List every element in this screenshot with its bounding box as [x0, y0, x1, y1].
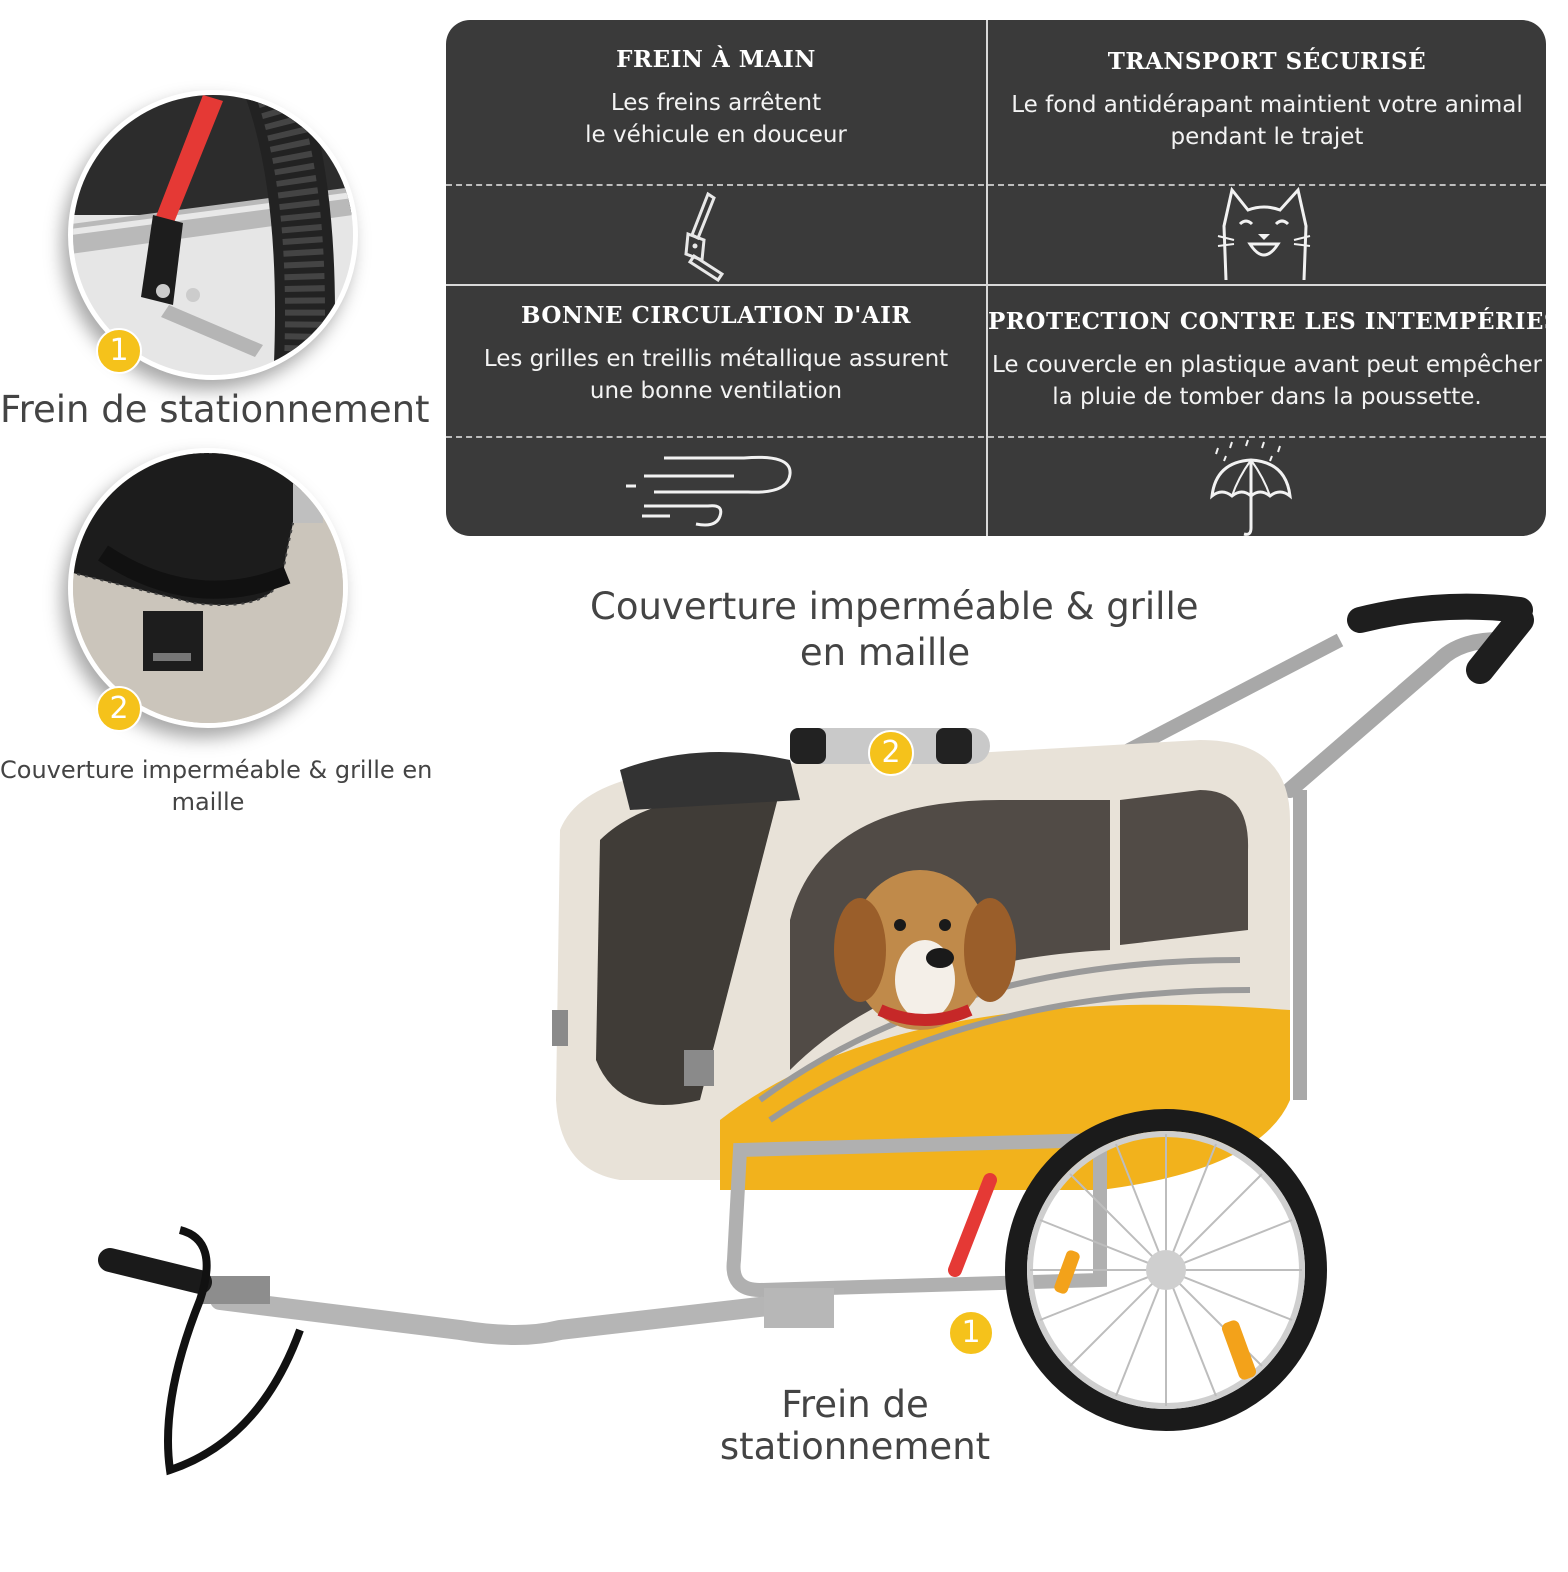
wind-icon — [624, 444, 794, 532]
umbrella-rain-icon — [1208, 438, 1294, 536]
panel-divider-vertical — [986, 20, 988, 536]
features-panel: FREIN À MAIN Les freins arrêtent le véhi… — [446, 20, 1546, 536]
detail-caption: Couverture imperméable & grille en maill… — [0, 756, 433, 816]
panel-divider-dashed — [446, 184, 1546, 187]
happy-cat-icon — [1214, 186, 1314, 286]
product-callout-badge: 2 — [868, 730, 914, 776]
pet-trailer-image — [0, 560, 1568, 1572]
feature-title: PROTECTION CONTRE LES INTEMPÉRIES — [988, 308, 1546, 335]
detail-badge: 2 — [96, 686, 142, 732]
detail-mesh-cover-image — [68, 448, 348, 728]
feature-text: Les grilles en treillis métallique assur… — [483, 346, 949, 404]
detail-caption: Frein de stationnement — [0, 388, 430, 431]
product-callout-caption: Frein de stationnement — [719, 1383, 991, 1468]
feature-air-circulation: BONNE CIRCULATION D'AIR Les grilles en t… — [446, 302, 986, 407]
feature-title: BONNE CIRCULATION D'AIR — [521, 302, 911, 329]
feature-text: Le fond antidérapant maintient votre ani… — [1011, 92, 1523, 150]
product-callout-caption: Couverture imperméable & grille en maill… — [590, 585, 1199, 674]
panel-divider-solid — [446, 284, 1546, 287]
feature-text: Les freins arrêtent le véhicule en douce… — [585, 90, 847, 148]
feature-title: FREIN À MAIN — [616, 46, 816, 73]
feature-title: TRANSPORT SÉCURISÉ — [1107, 48, 1427, 75]
feature-secure-transport: TRANSPORT SÉCURISÉ Le fond antidérapant … — [988, 48, 1546, 153]
feature-text: Le couvercle en plastique avant peut emp… — [991, 352, 1543, 410]
product-callout-badge: 1 — [948, 1310, 994, 1356]
hand-brake-lever-icon — [674, 190, 734, 286]
feature-hand-brake: FREIN À MAIN Les freins arrêtent le véhi… — [446, 46, 986, 151]
feature-weather-protection: PROTECTION CONTRE LES INTEMPÉRIES Le cou… — [988, 308, 1546, 413]
panel-divider-dashed — [446, 436, 1546, 439]
detail-badge: 1 — [96, 328, 142, 374]
